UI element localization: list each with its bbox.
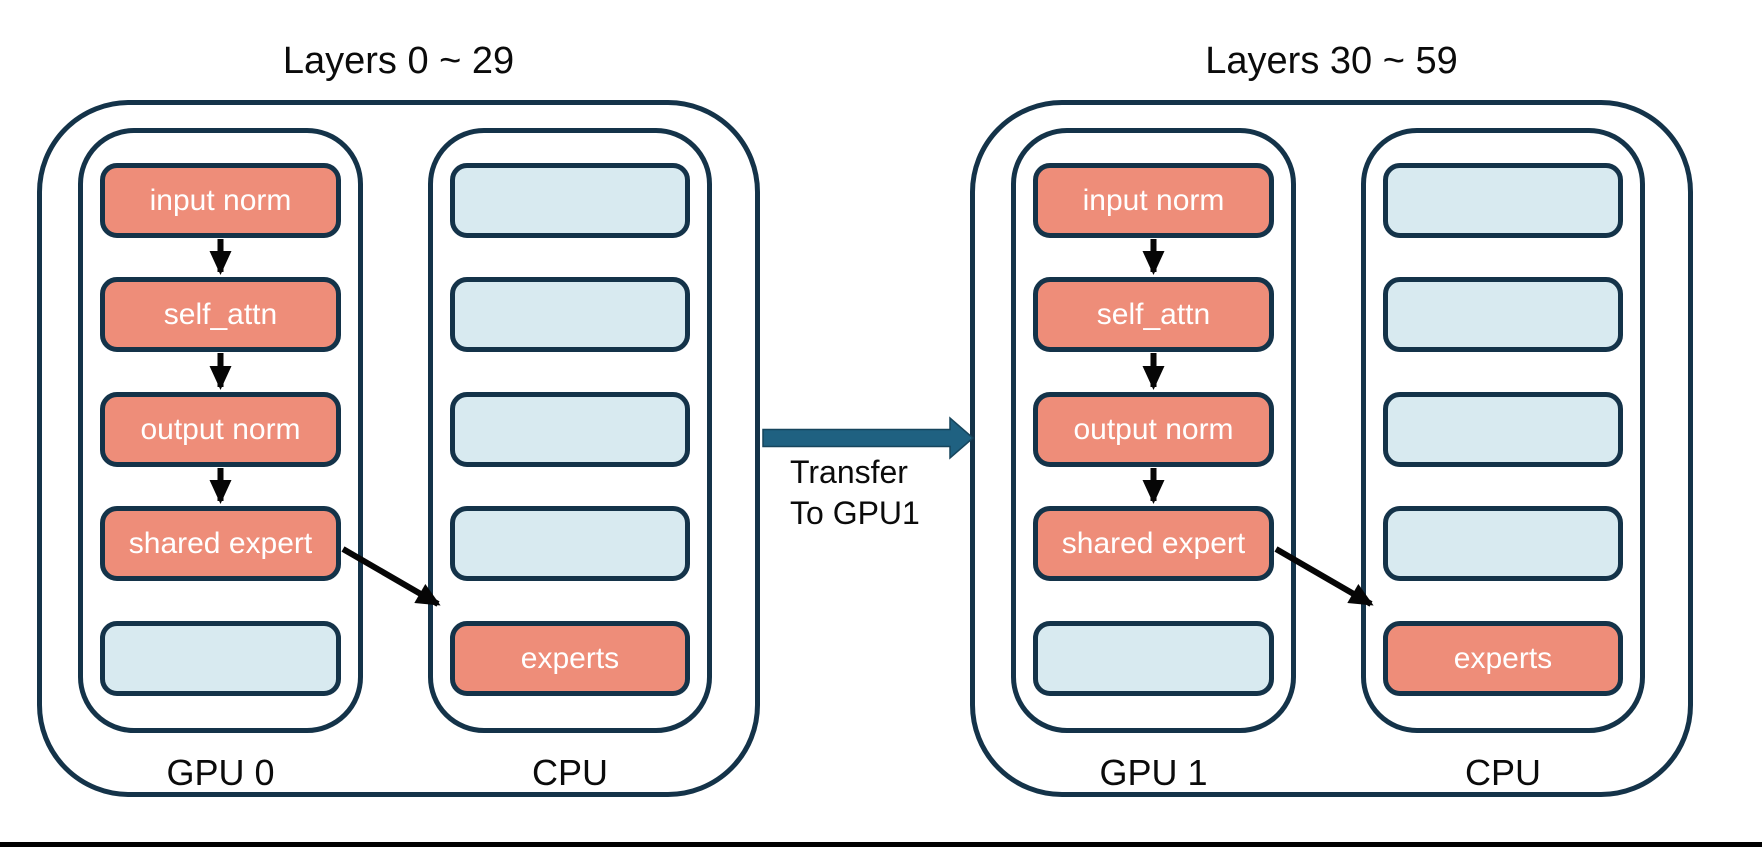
gpu1-container [1011,128,1296,733]
module-box-experts: experts [450,621,690,696]
module-box-output-norm: output norm [1033,392,1274,467]
group-title-layers-30-59: Layers 30 ~ 59 [1205,40,1458,82]
cpu-container-left [428,128,712,733]
transfer-label-line2: To GPU1 [790,495,920,531]
module-box-experts: experts [1383,621,1623,696]
module-box-input-norm: input norm [1033,163,1274,238]
cpu-label-left: CPU [531,752,608,793]
module-box-input-norm: input norm [100,163,341,238]
empty-slot [450,506,690,581]
empty-slot [1033,621,1274,696]
transfer-label-line1: Transfer [790,454,908,490]
empty-slot [1383,506,1623,581]
module-box-self-attn: self_attn [100,277,341,352]
empty-slot [100,621,341,696]
module-box-shared-expert: shared expert [1033,506,1274,581]
empty-slot [450,392,690,467]
group-container-layers-0-29 [37,100,760,797]
empty-slot [450,277,690,352]
gpu1-label: GPU 1 [1099,752,1208,793]
cpu-label-right: CPU [1464,752,1541,793]
bottom-border [0,842,1762,847]
gpu0-container [78,128,363,733]
module-box-output-norm: output norm [100,392,341,467]
module-box-shared-expert: shared expert [100,506,341,581]
empty-slot [450,163,690,238]
empty-slot [1383,277,1623,352]
gpu0-label: GPU 0 [166,752,275,793]
module-box-self-attn: self_attn [1033,277,1274,352]
transfer-label: Transfer To GPU1 [790,452,920,534]
empty-slot [1383,163,1623,238]
cpu-container-right [1361,128,1645,733]
group-title-layers-0-29: Layers 0 ~ 29 [282,40,515,82]
empty-slot [1383,392,1623,467]
